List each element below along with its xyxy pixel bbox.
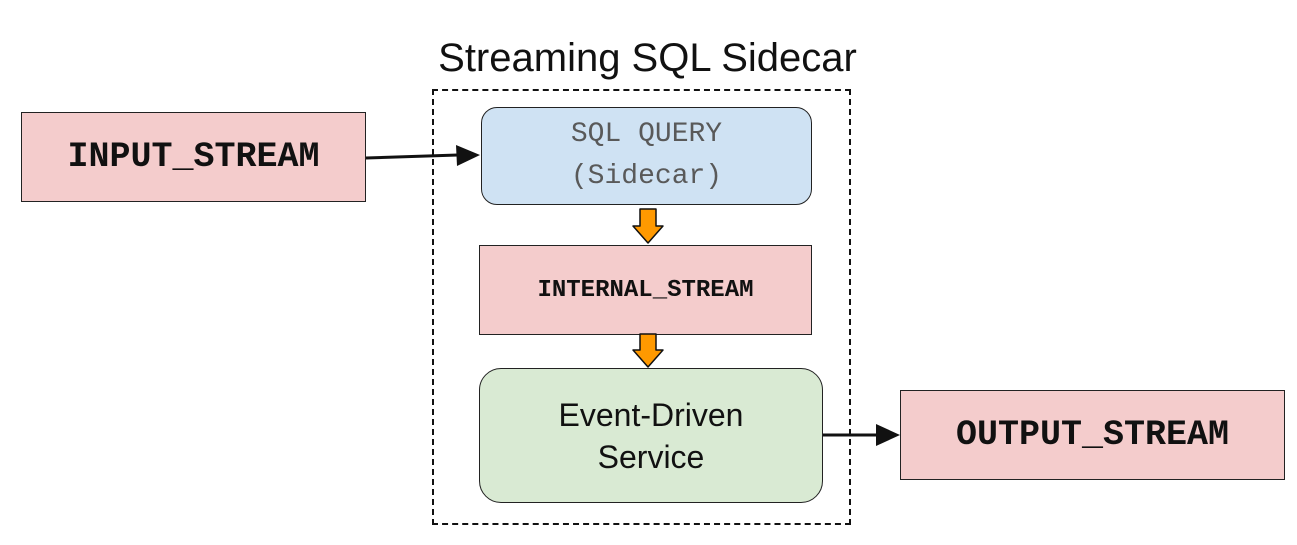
- arrow-input-to-sql: [365, 145, 480, 166]
- internal-stream-box: INTERNAL_STREAM: [479, 245, 812, 335]
- internal-stream-label: INTERNAL_STREAM: [537, 276, 754, 304]
- input-stream-label: INPUT_STREAM: [67, 137, 320, 177]
- arrow-service-to-output: [823, 424, 900, 446]
- arrow-internal-to-service-icon: [632, 333, 664, 368]
- sql-query-label: SQL QUERY: [570, 119, 723, 150]
- output-stream-box: OUTPUT_STREAM: [900, 390, 1285, 480]
- diagram-title: Streaming SQL Sidecar: [438, 36, 857, 80]
- event-driven-service-box: Event-Driven Service: [479, 368, 823, 503]
- sql-query-box: SQL QUERY (Sidecar): [481, 107, 812, 205]
- output-stream-label: OUTPUT_STREAM: [955, 415, 1230, 455]
- sql-query-sublabel: (Sidecar): [570, 161, 723, 192]
- arrow-sql-to-internal-icon: [632, 208, 664, 244]
- input-stream-box: INPUT_STREAM: [21, 112, 366, 202]
- service-label-line2: Service: [597, 438, 705, 475]
- service-label-line1: Event-Driven: [558, 396, 744, 433]
- sidecar-boundary: [432, 89, 851, 525]
